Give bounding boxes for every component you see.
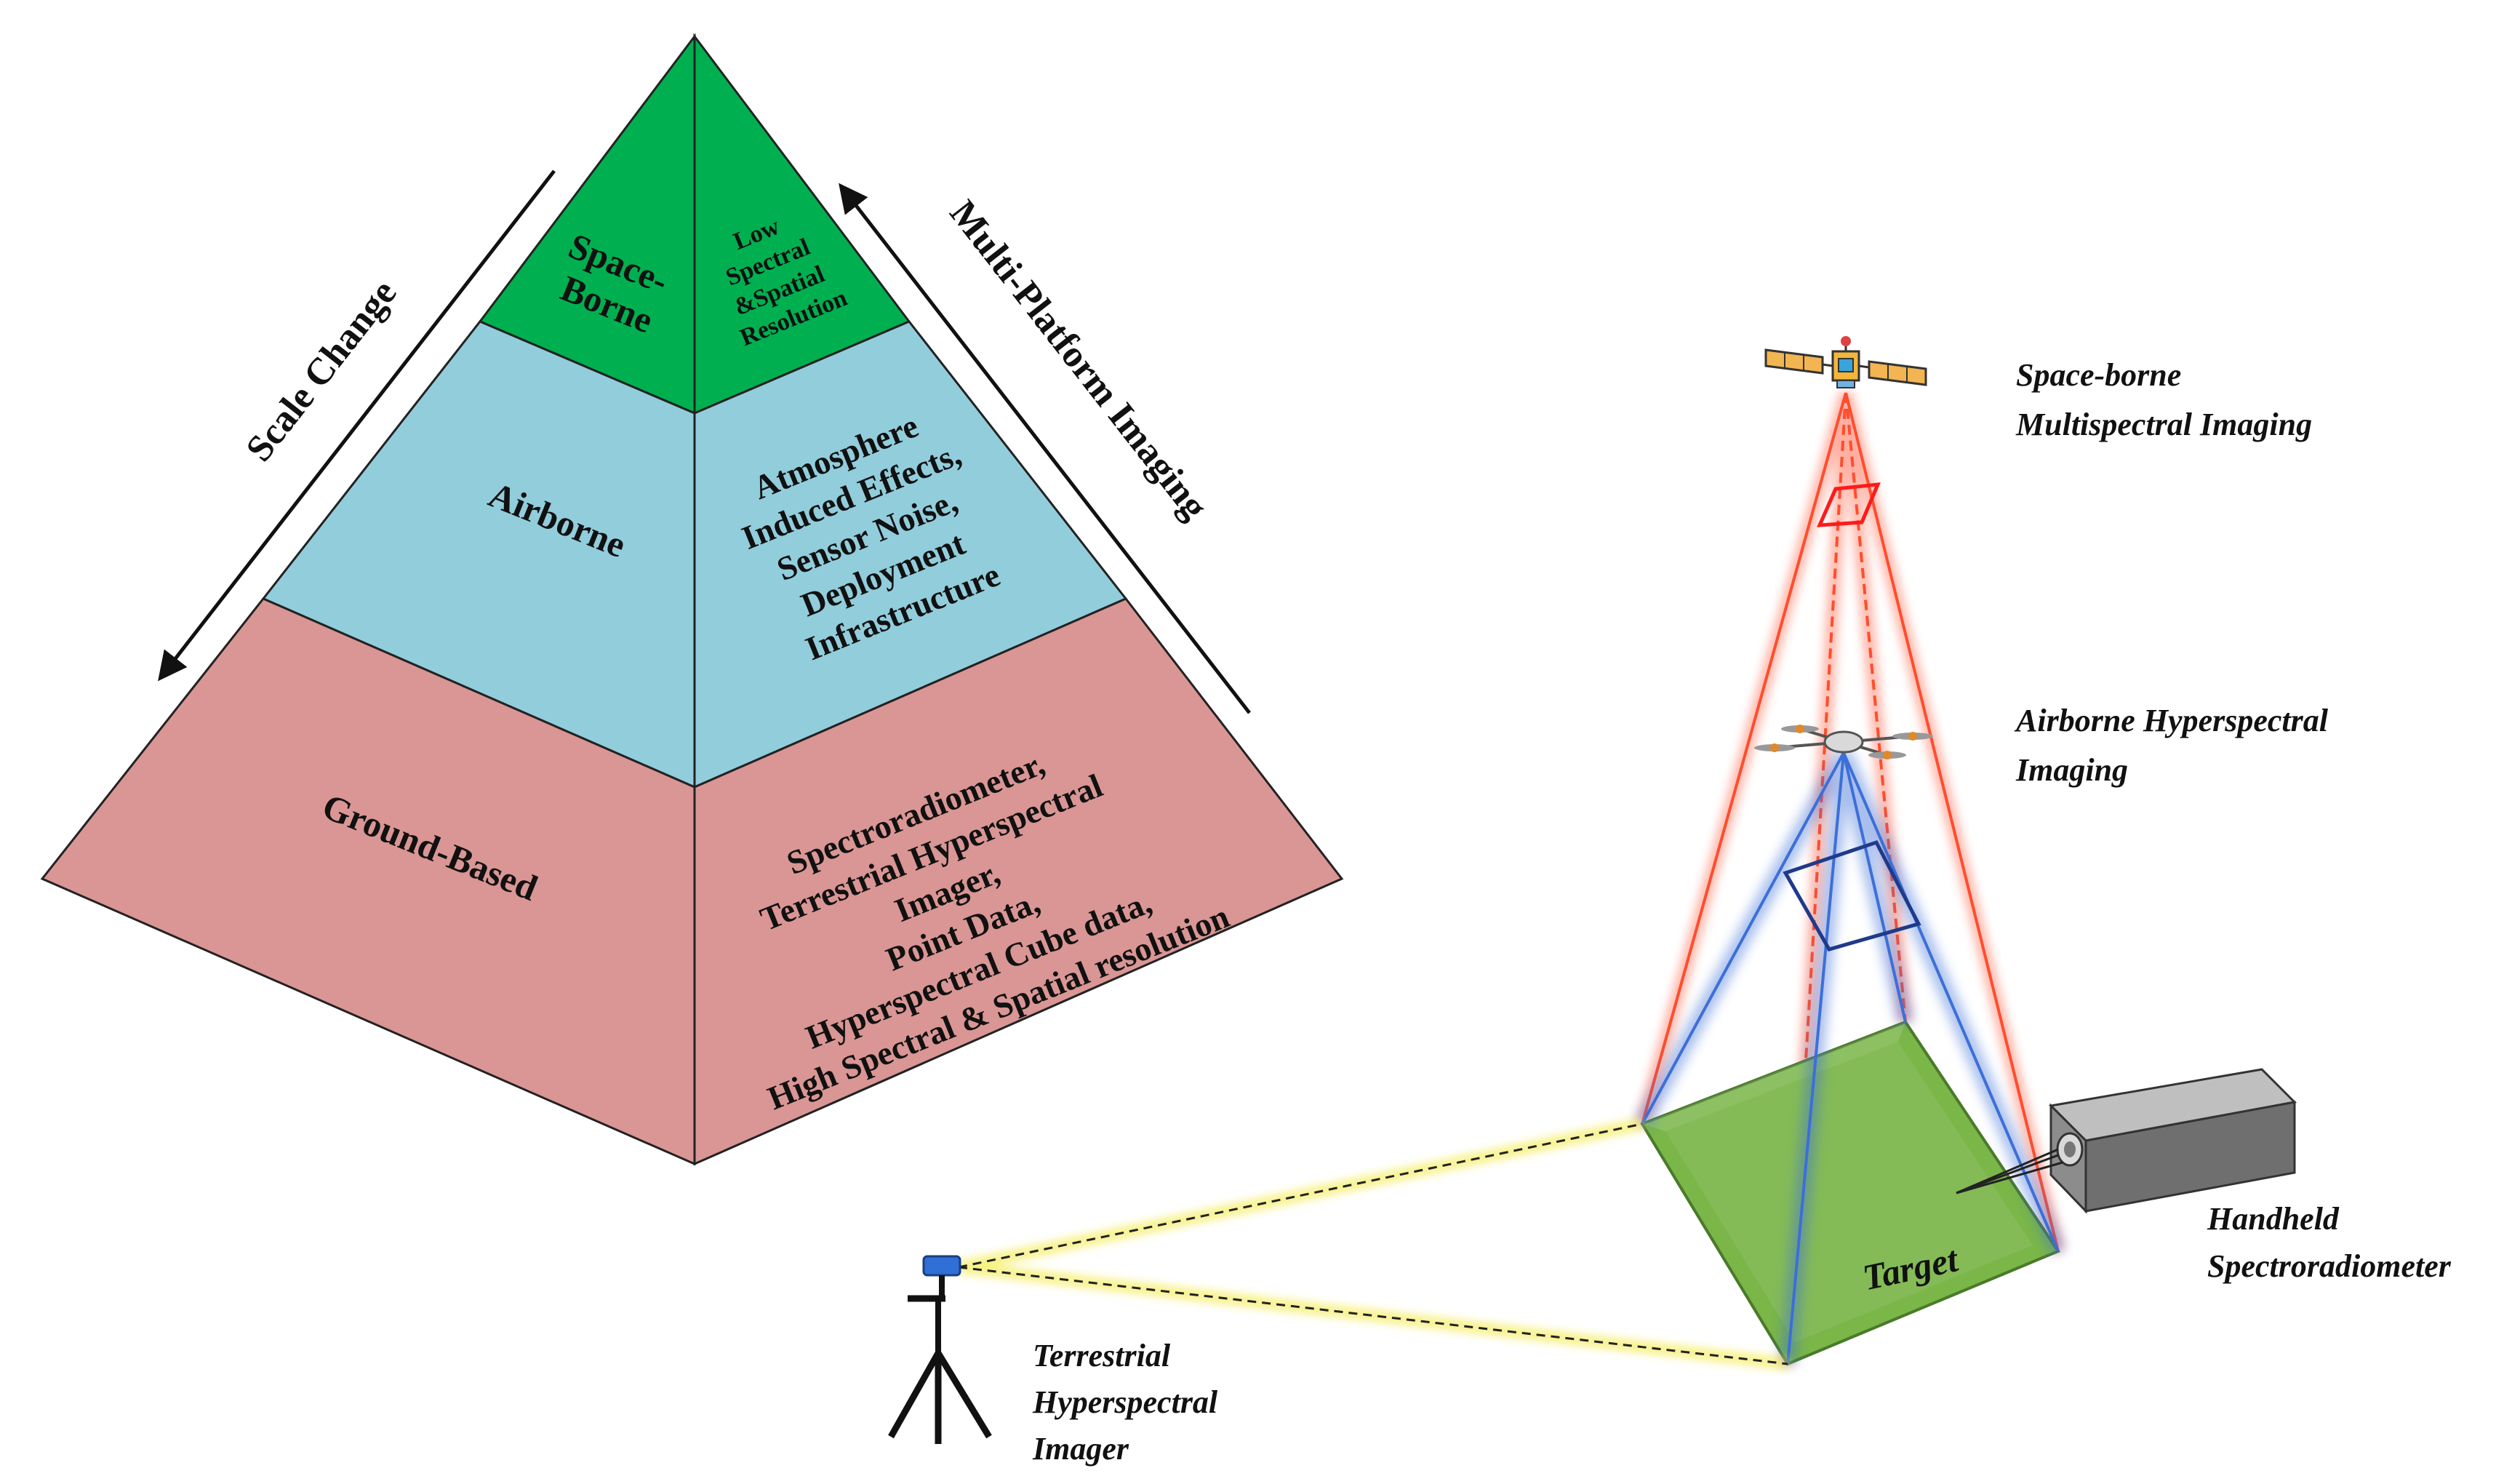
scale-change-arrow: [158, 169, 556, 682]
handheld-label-line: Handheld: [2207, 1201, 2340, 1237]
space-footprint-frame: [1817, 482, 1881, 527]
pyramid: Space- Borne Low Spectral &Spatial Resol…: [40, 33, 1344, 1166]
terrestrial-label-line: Imager: [1032, 1431, 1129, 1467]
terrestrial-label-line: Terrestrial: [1033, 1338, 1171, 1373]
handheld-label-line: Spectroradiometer: [2207, 1248, 2452, 1284]
target-plate: Target: [1640, 1020, 2061, 1366]
terrestrial-label: Terrestrial Hyperspectral Imager: [1032, 1338, 1225, 1467]
terrestrial-label-line: Hyperspectral: [1032, 1384, 1218, 1420]
satellite-icon: [1764, 336, 1927, 388]
space-tier-description: Low Spectral &Spatial Resolution: [702, 199, 851, 351]
terrestrial-beam: [957, 1118, 1788, 1370]
airborne-imaging-label-line: Airborne Hyperspectral: [2014, 703, 2329, 738]
space-borne-label: Space-borne Multispectral Imaging: [2015, 357, 2312, 442]
tripod-imager-icon: [888, 1255, 992, 1444]
handheld-label: Handheld Spectroradiometer: [2207, 1201, 2452, 1284]
space-borne-label-line: Multispectral Imaging: [2015, 407, 2312, 442]
airborne-imaging-label: Airborne Hyperspectral Imaging: [2014, 703, 2336, 788]
spectroradiometer-icon: [1956, 1068, 2297, 1214]
drone-icon: [1754, 725, 1933, 759]
imaging-scene: Target: [888, 336, 2452, 1467]
airborne-imaging-label-line: Imaging: [2015, 752, 2128, 788]
scale-change-label: Scale Change: [238, 272, 404, 469]
space-borne-label-line: Space-borne: [2016, 357, 2181, 393]
multi-platform-arrow: [839, 183, 1251, 714]
airborne-footprint-frame: [1783, 839, 1921, 952]
